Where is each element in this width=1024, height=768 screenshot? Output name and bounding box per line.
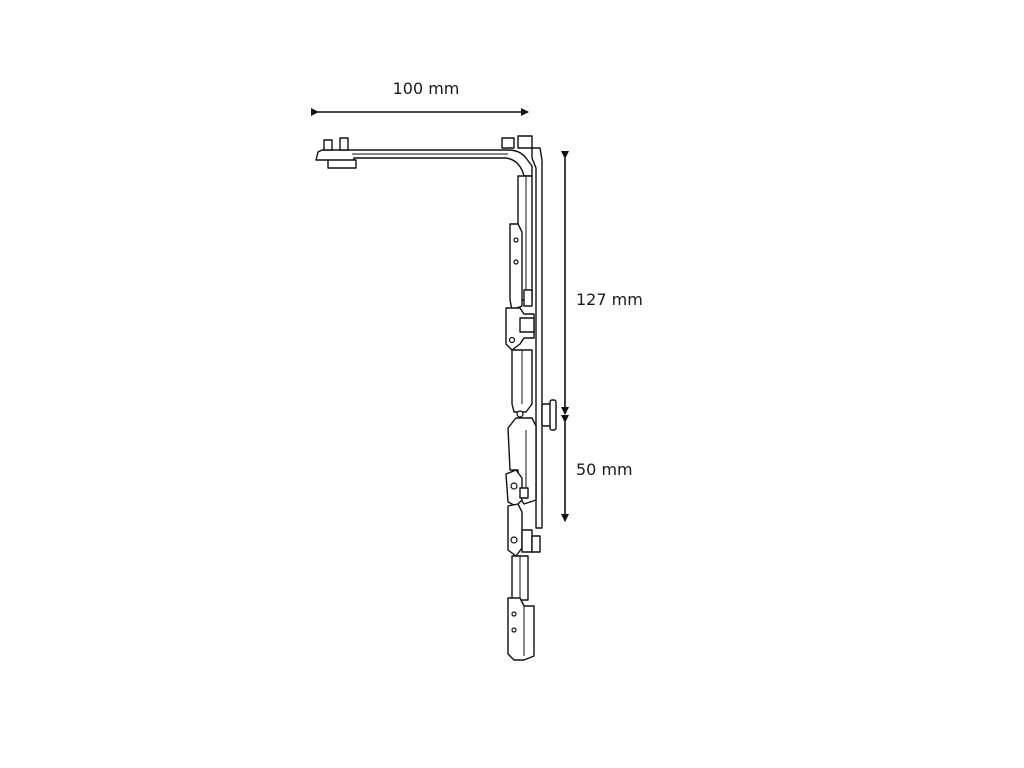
upper-height-dimension-label: 127 mm	[576, 290, 643, 309]
outer-rail	[531, 147, 543, 529]
width-dimension-label: 100 mm	[393, 79, 460, 98]
top-arm-end-clip	[323, 139, 333, 151]
lower-linkage	[507, 417, 537, 505]
lower-height-dimension-label: 50 mm	[576, 460, 633, 479]
lower-mid-plate	[507, 503, 523, 557]
lower-height-dimension: 50 mm	[561, 415, 633, 522]
width-dimension: 100 mm	[311, 79, 529, 116]
upper-height-dimension: 127 mm	[561, 151, 643, 415]
corner-hinge-arm	[315, 135, 557, 661]
pivot-bolt	[516, 399, 557, 431]
upper-plate	[509, 223, 523, 311]
